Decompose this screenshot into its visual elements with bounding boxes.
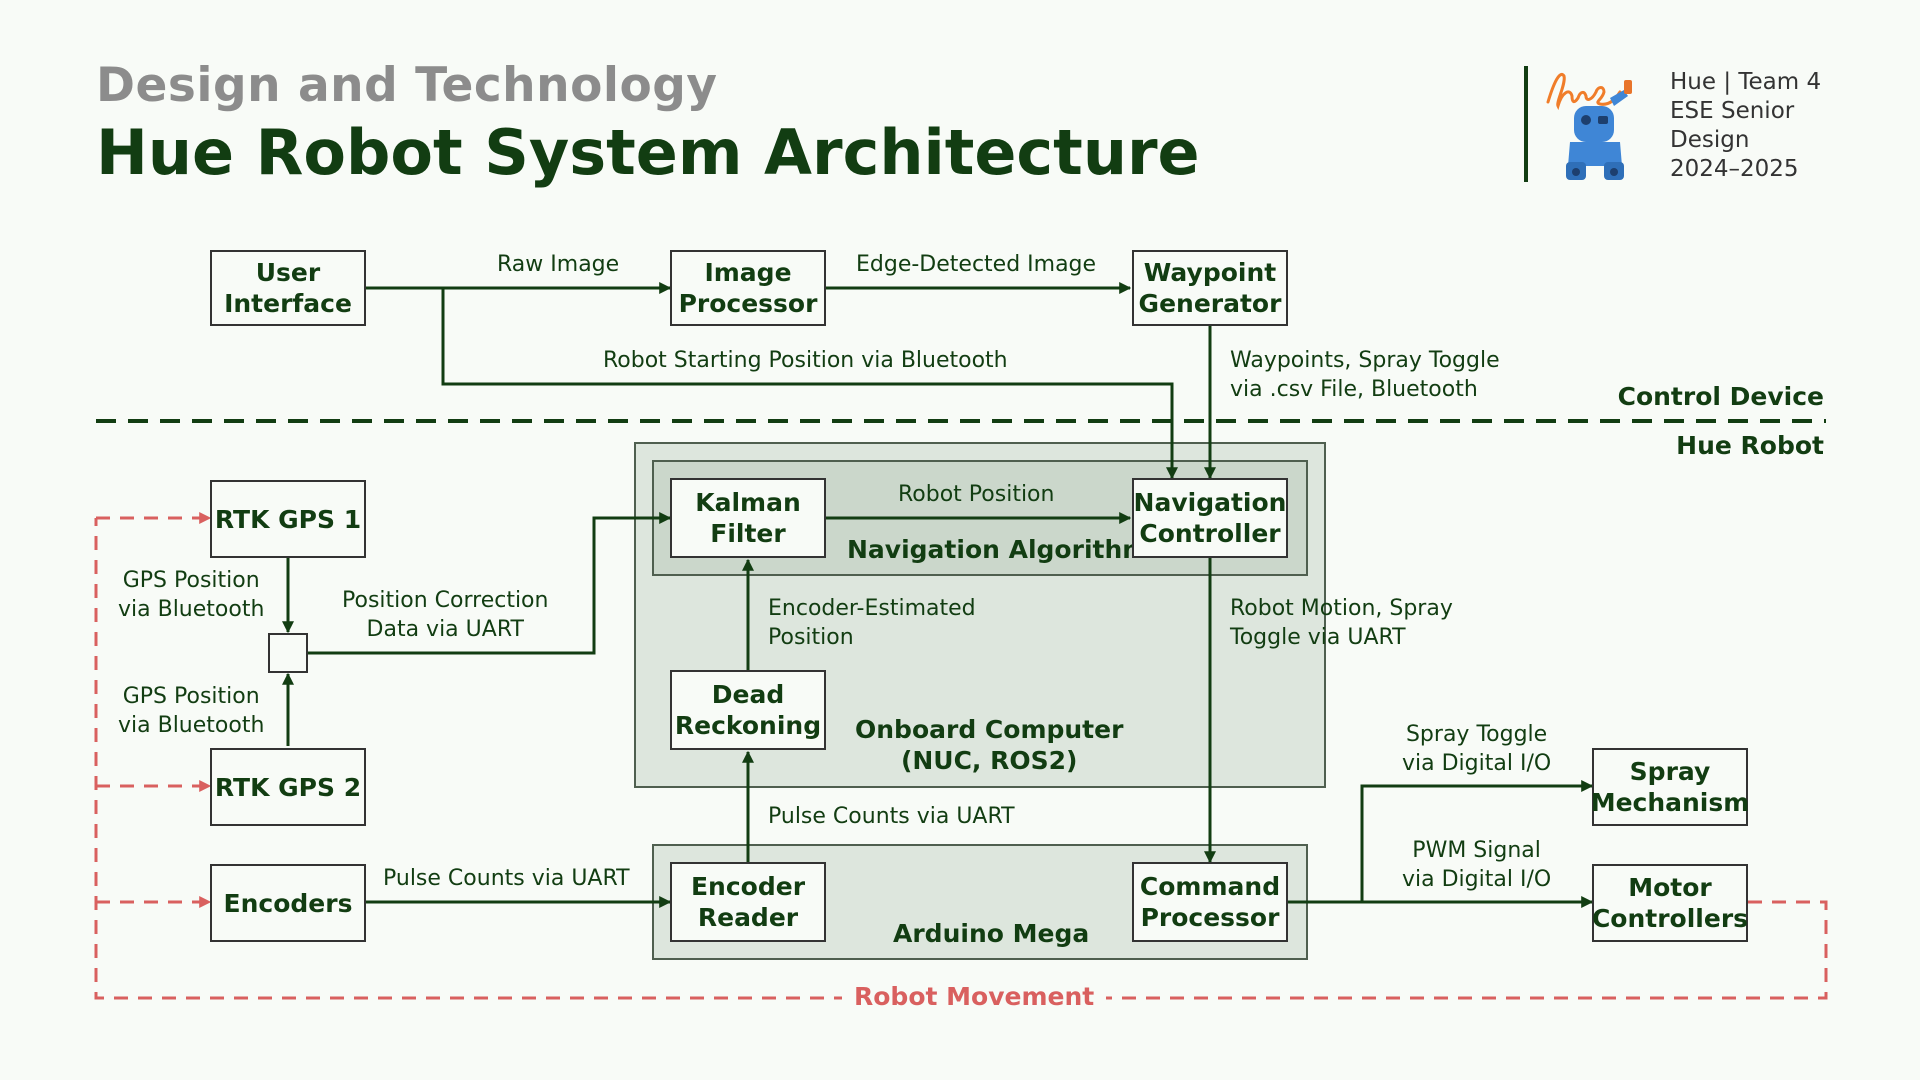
hue-robot-label: Hue Robot: [1676, 431, 1824, 460]
label-line: Waypoints, Spray Toggle: [1230, 348, 1500, 373]
label-line: Data via UART: [366, 617, 524, 642]
box-line: Processor: [1140, 903, 1280, 932]
label-line: via .csv File, Bluetooth: [1230, 377, 1478, 402]
label-line: Spray Toggle: [1405, 722, 1548, 747]
edge-command-processor-to-spray: [1286, 780, 1594, 904]
box-line: Controller: [1139, 519, 1281, 548]
label-line: via Digital I/O: [1402, 867, 1552, 892]
box-line: User: [255, 258, 321, 287]
edge-junction-to-kalman: [308, 512, 672, 655]
team-line: 2024–2025: [1670, 156, 1799, 182]
pulse-counts-left-label: Pulse Counts via UART: [383, 866, 630, 891]
edge-ui-to-navigation-controller: [441, 288, 1178, 480]
rtk-gps-1-box: RTK GPS 1: [210, 480, 366, 558]
encoder-estimated-label: Encoder-Estimated Position: [768, 594, 976, 652]
gps-position-label-2: GPS Position via Bluetooth: [118, 682, 264, 740]
box-line: Waypoint: [1143, 258, 1277, 287]
label-line: (NUC, ROS2): [900, 746, 1078, 775]
raw-image-label: Raw Image: [497, 252, 620, 277]
team-line: Design: [1670, 127, 1750, 153]
box-line: Spray: [1629, 757, 1711, 786]
arduino-mega-label: Arduino Mega: [893, 919, 1090, 948]
team-line: Hue | Team 4: [1670, 69, 1822, 95]
position-correction-label: Position Correction Data via UART: [342, 586, 548, 644]
navigation-algorithm-label: Navigation Algorithm: [847, 535, 1149, 564]
robot-movement-loop: [94, 518, 1828, 1000]
hue-robot-logo: [1546, 73, 1632, 180]
label-line: via Bluetooth: [118, 713, 265, 738]
box-line: Motor: [1628, 873, 1712, 902]
label-line: Position: [768, 625, 854, 650]
page-subtitle: Design and Technology: [96, 58, 718, 113]
box-line: Kalman: [695, 488, 801, 517]
box-line: Interface: [224, 289, 352, 318]
robot-position-label: Robot Position: [898, 482, 1055, 507]
box-line: Reader: [697, 903, 799, 932]
waypoints-label: Waypoints, Spray Toggle via .csv File, B…: [1230, 346, 1500, 404]
box-line: Command: [1139, 872, 1281, 901]
box-line: Navigation: [1133, 488, 1287, 517]
label-line: Encoder-Estimated: [768, 596, 976, 621]
box-line: Dead: [711, 680, 785, 709]
header-divider: [1524, 66, 1528, 182]
box-line: Controllers: [1591, 904, 1749, 933]
control-device-label: Control Device: [1617, 382, 1824, 411]
encoders-box: Encoders: [210, 864, 366, 942]
gps-position-label-1: GPS Position via Bluetooth: [118, 566, 264, 624]
box-line: Encoder: [690, 872, 806, 901]
box-line: Reckoning: [674, 711, 822, 740]
robot-movement-label: Robot Movement: [842, 982, 1107, 1011]
label-line: Robot Motion, Spray: [1230, 596, 1453, 621]
team-info: Hue | Team 4 ESE Senior Design 2024–2025: [1670, 68, 1821, 184]
label-line: Onboard Computer: [855, 715, 1124, 744]
label-line: via Bluetooth: [118, 597, 265, 622]
label-line: GPS Position: [122, 568, 260, 593]
starting-position-label: Robot Starting Position via Bluetooth: [603, 348, 1008, 373]
pwm-signal-label: PWM Signal via Digital I/O: [1402, 836, 1551, 894]
spray-toggle-label: Spray Toggle via Digital I/O: [1402, 720, 1551, 778]
robot-motion-label: Robot Motion, Spray Toggle via UART: [1230, 594, 1453, 652]
rtk-gps-2-box: RTK GPS 2: [210, 748, 366, 826]
gps-junction: [268, 633, 308, 673]
onboard-computer-label: Onboard Computer (NUC, ROS2): [855, 714, 1123, 776]
box-line: Filter: [710, 519, 786, 548]
edge-detected-label: Edge-Detected Image: [856, 252, 1097, 277]
label-line: Position Correction: [342, 588, 549, 613]
box-line: Mechanism: [1590, 788, 1750, 817]
team-line: ESE Senior: [1670, 98, 1795, 124]
label-line: GPS Position: [122, 684, 260, 709]
box-line: Generator: [1138, 289, 1282, 318]
label-line: via Digital I/O: [1402, 751, 1552, 776]
label-line: PWM Signal: [1412, 838, 1541, 863]
box-line: Processor: [678, 289, 818, 318]
page-title: Hue Robot System Architecture: [96, 116, 1200, 189]
pulse-counts-upper-label: Pulse Counts via UART: [768, 804, 1015, 829]
label-line: Toggle via UART: [1230, 625, 1406, 650]
box-line: Image: [704, 258, 792, 287]
